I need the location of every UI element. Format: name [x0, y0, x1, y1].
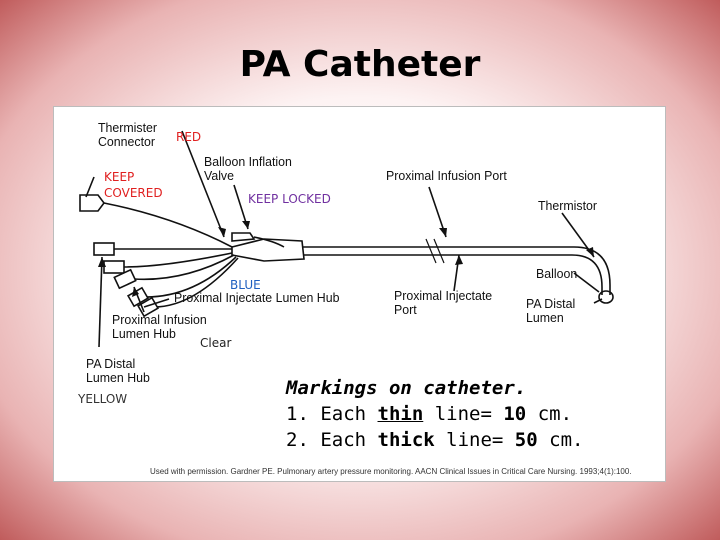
label-proximal-injectate-lumen-hub: Proximal Injectate Lumen Hub: [174, 290, 340, 305]
markings-heading: Markings on catheter.: [286, 377, 527, 399]
catheter-hub: [231, 238, 305, 262]
slide-title: PA Catheter: [239, 44, 481, 85]
catheter-illustration: [79, 130, 614, 348]
catheter-body: [302, 246, 611, 295]
thermister-connector: [79, 194, 105, 212]
markings-text: Markings on catheter. 1. Each thin line=…: [286, 375, 583, 453]
label-balloon: Balloon: [536, 266, 578, 281]
balloon-tip: [598, 290, 614, 304]
label-clear: Clear: [200, 336, 232, 350]
label-proximal-infusion-port: Proximal Infusion Port: [386, 168, 507, 183]
markings-line-2: 2. Each thick line= 50 cm.: [286, 429, 584, 451]
label-blue: BLUE: [230, 278, 261, 292]
balloon-valve: [231, 232, 256, 242]
label-yellow: YELLOW: [78, 392, 128, 406]
label-thermistor: Thermistor: [538, 198, 598, 213]
label-keep-locked: KEEP LOCKED: [248, 192, 331, 206]
markings-line-1: 1. Each thin line= 10 cm.: [286, 403, 573, 425]
label-red: RED: [176, 130, 202, 144]
image-credit: Used with permission. Gardner PE. Pulmon…: [150, 467, 632, 476]
